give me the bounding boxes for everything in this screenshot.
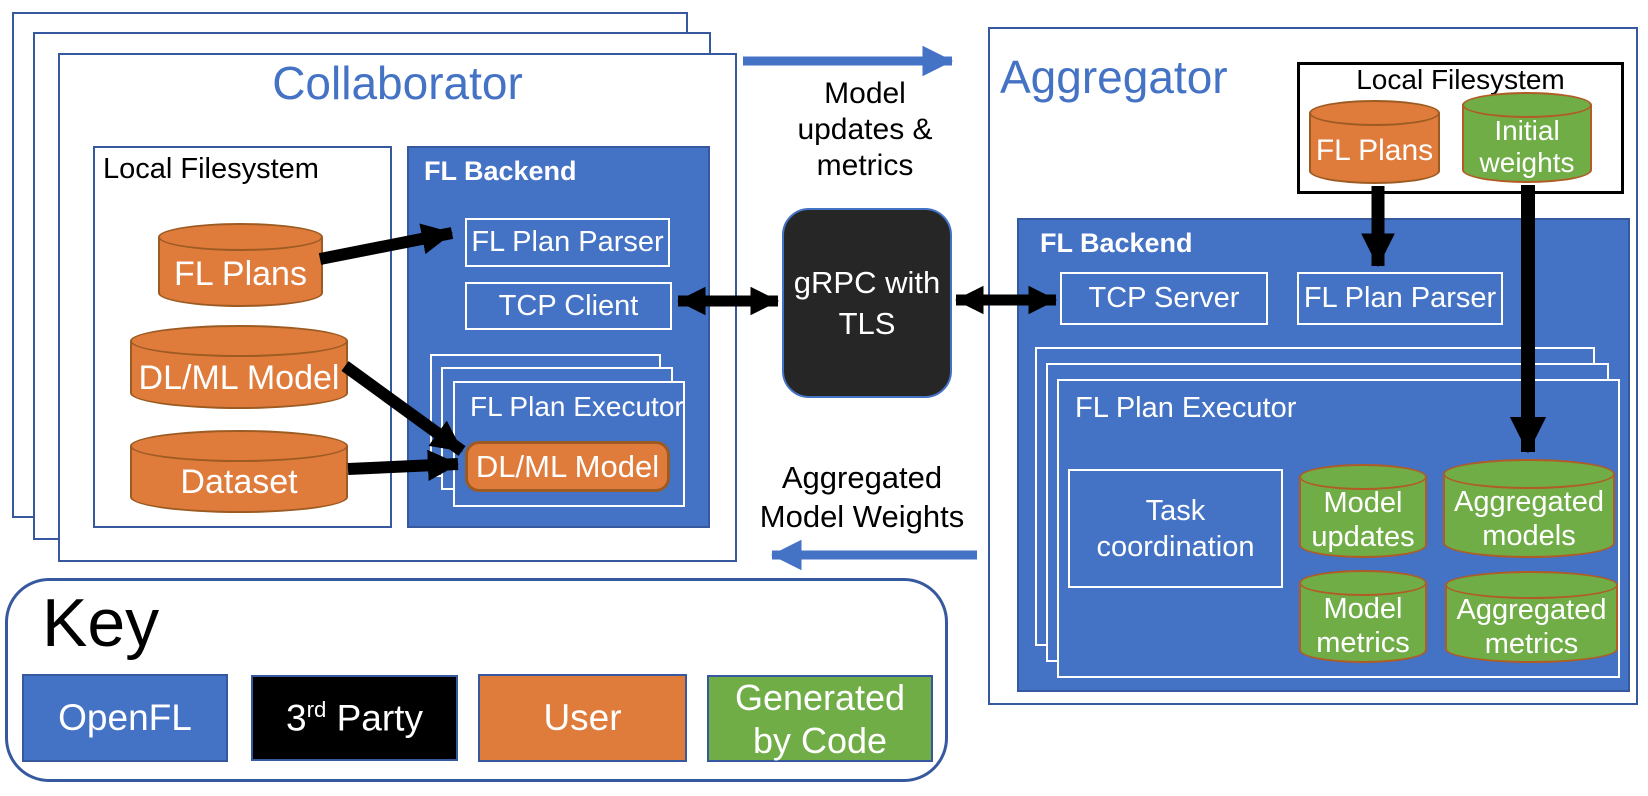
aggregator-fl-backend-title: FL Backend: [1040, 228, 1193, 258]
collaborator-fl-plan-executor-title: FL Plan Executor: [470, 391, 684, 422]
aggregated-metrics-line: Aggregated: [1456, 593, 1607, 626]
aggregator-fl-plan-executor-title: FL Plan Executor: [1075, 392, 1297, 424]
task-coordination-line: coordination: [1096, 530, 1255, 563]
tcp-client-label: TCP Client: [498, 289, 639, 322]
cylinder-top: [1443, 459, 1615, 489]
aggregated-metrics-line: metrics: [1484, 627, 1579, 660]
aggregator-title: Aggregator: [1000, 51, 1228, 103]
grpc-tls-box: gRPC with TLS: [782, 208, 952, 398]
key-generated-line: by Code: [752, 719, 888, 761]
key-third-party-label: 3rd Party: [286, 697, 423, 739]
key-openfl-label: OpenFL: [58, 697, 192, 738]
task-coordination-box: Task coordination: [1068, 469, 1283, 588]
cylinder-top: [130, 430, 348, 462]
dl-ml-model-cylinder: DL/ML Model: [130, 325, 348, 409]
collaborator-local-filesystem-title: Local Filesystem: [103, 153, 319, 185]
model-metrics-line: metrics: [1316, 626, 1410, 659]
initial-weights-cylinder: Initial weights: [1462, 92, 1592, 183]
tcp-client-box: TCP Client: [465, 282, 672, 330]
aggregated-models-line: models: [1482, 520, 1576, 552]
initial-weights-line: weights: [1479, 146, 1575, 178]
aggregated-models-line: Aggregated: [1454, 486, 1604, 518]
key-title: Key: [42, 585, 160, 661]
cylinder-top: [1445, 571, 1618, 599]
key-generated-line: Generated: [734, 676, 906, 718]
key-third-party-swatch: 3rd Party: [251, 675, 458, 761]
model-metrics-cylinder: Model metrics: [1299, 570, 1427, 663]
aggregated-model-weights-label: Aggregated Model Weights: [717, 458, 1007, 536]
grpc-label-line: gRPC with: [793, 265, 941, 300]
cylinder-top: [1299, 570, 1427, 596]
aggregator-fl-plans-label: FL Plans: [1315, 134, 1434, 168]
key-user-label: User: [543, 697, 622, 738]
model-metrics-line: Model: [1323, 592, 1403, 625]
executor-dl-ml-model-box: DL/ML Model: [465, 441, 670, 492]
fl-plans-label: FL Plans: [174, 255, 307, 294]
fl-plans-cylinder: FL Plans: [158, 223, 323, 307]
dl-ml-model-label: DL/ML Model: [138, 358, 340, 397]
cylinder-top: [1299, 464, 1427, 490]
fl-plan-parser-box: FL Plan Parser: [465, 218, 670, 267]
tcp-server-box: TCP Server: [1060, 272, 1268, 325]
collaborator-title: Collaborator: [272, 57, 523, 109]
collaborator-fl-backend-title: FL Backend: [424, 156, 577, 186]
label-line: Aggregated: [781, 460, 943, 495]
cylinder-body: [1462, 105, 1592, 183]
key-openfl-swatch: OpenFL: [22, 674, 228, 762]
aggregated-models-cylinder: Aggregated models: [1443, 459, 1615, 558]
model-updates-metrics-label: Model updates & metrics: [775, 76, 955, 184]
cylinder-body: [1299, 583, 1427, 663]
grpc-label-line: TLS: [838, 306, 896, 341]
label-line: Model: [824, 77, 906, 110]
label-line: Model Weights: [759, 499, 965, 534]
model-updates-line: updates: [1311, 521, 1415, 554]
cylinder-top: [1309, 100, 1440, 126]
tcp-server-label: TCP Server: [1088, 282, 1240, 314]
aggregated-metrics-cylinder: Aggregated metrics: [1445, 571, 1618, 663]
aggregator-fl-plan-parser-label: FL Plan Parser: [1303, 282, 1497, 314]
fl-plan-parser-label: FL Plan Parser: [471, 226, 664, 258]
aggregator-fl-plans-cylinder: FL Plans: [1309, 100, 1440, 184]
executor-dl-ml-model-label: DL/ML Model: [475, 448, 660, 484]
cylinder-top: [130, 325, 348, 357]
task-coordination-line: Task: [1145, 494, 1206, 527]
third-party-rest: Party: [336, 697, 423, 739]
third-party-sup: rd: [306, 696, 327, 722]
label-line: metrics: [816, 149, 914, 182]
dataset-label: Dataset: [180, 463, 298, 502]
cylinder-top: [1462, 92, 1592, 118]
cylinder-top: [158, 223, 323, 251]
initial-weights-line: Initial: [1494, 114, 1560, 146]
label-line: updates &: [797, 113, 933, 146]
model-updates-cylinder: Model updates: [1299, 464, 1427, 558]
aggregator-fl-plan-parser-box: FL Plan Parser: [1297, 272, 1503, 325]
model-updates-line: Model: [1323, 487, 1403, 520]
third-party-base: 3: [286, 697, 307, 739]
dataset-cylinder: Dataset: [130, 430, 348, 513]
aggregator-local-filesystem-title: Local Filesystem: [1356, 64, 1565, 95]
cylinder-body: [1299, 477, 1427, 558]
key-user-swatch: User: [478, 674, 687, 762]
key-generated-swatch: Generated by Code: [707, 675, 933, 762]
